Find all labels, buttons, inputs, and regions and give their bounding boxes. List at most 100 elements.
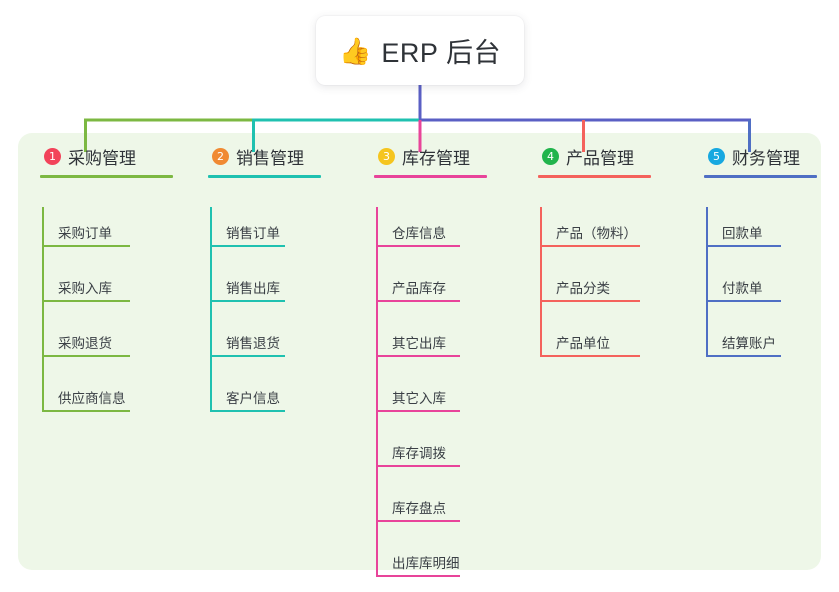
leaf-node-underline	[376, 520, 460, 522]
branch-header-purchasing[interactable]: 1 采购管理	[30, 144, 136, 168]
branch-spine-sales	[210, 207, 212, 411]
branch-header-underline-finance	[704, 175, 817, 178]
branch-header-inventory[interactable]: 3 库存管理	[364, 144, 470, 168]
branch-column-inventory: 3 库存管理仓库信息产品库存其它出库其它入库库存调拨库存盘点出库库明细	[364, 144, 487, 592]
branch-badge-5: 5	[708, 147, 725, 165]
branch-spine-product	[540, 207, 542, 356]
leaf-node-label: 其它出库	[392, 336, 446, 351]
leaf-node-label: 采购退货	[58, 336, 112, 351]
branch-title-finance: 财务管理	[732, 148, 800, 168]
leaf-node[interactable]: 产品库存	[364, 262, 470, 317]
branch-items-purchasing: 采购订单采购入库采购退货供应商信息	[30, 207, 136, 427]
branch-header-sales[interactable]: 2 销售管理	[198, 144, 304, 168]
leaf-node[interactable]: 采购入库	[30, 262, 136, 317]
leaf-node-underline	[376, 300, 460, 302]
leaf-node-underline	[42, 300, 130, 302]
leaf-node[interactable]: 采购订单	[30, 207, 136, 262]
leaf-node-underline	[376, 245, 460, 247]
leaf-node[interactable]: 回款单	[694, 207, 800, 262]
branch-items-inventory: 仓库信息产品库存其它出库其它入库库存调拨库存盘点出库库明细	[364, 207, 470, 592]
branch-title-product: 产品管理	[566, 148, 634, 168]
branch-title-purchasing: 采购管理	[68, 148, 136, 168]
leaf-node-underline	[42, 245, 130, 247]
leaf-node-label: 供应商信息	[58, 391, 126, 406]
branch-items-product: 产品（物料） 产品分类产品单位	[528, 207, 640, 372]
leaf-node-label: 产品库存	[392, 281, 446, 296]
leaf-node-label: 销售退货	[226, 336, 280, 351]
leaf-node-underline	[376, 355, 460, 357]
leaf-node-underline	[42, 355, 130, 357]
leaf-node-underline	[210, 245, 285, 247]
branch-badge-4: 4	[542, 147, 559, 165]
leaf-node-label: 产品（物料）	[556, 226, 637, 241]
leaf-node-label: 其它入库	[392, 391, 446, 406]
leaf-node-label: 回款单	[722, 226, 763, 241]
leaf-node[interactable]: 销售退货	[198, 317, 304, 372]
branch-header-underline-product	[538, 175, 651, 178]
branch-items-sales: 销售订单销售出库销售退货客户信息	[198, 207, 304, 427]
leaf-node[interactable]: 产品单位	[528, 317, 640, 372]
leaf-node-label: 仓库信息	[392, 226, 446, 241]
branch-column-finance: 5 财务管理回款单付款单结算账户	[694, 144, 817, 372]
leaf-node[interactable]: 结算账户	[694, 317, 800, 372]
leaf-node[interactable]: 其它入库	[364, 372, 470, 427]
leaf-node-underline	[706, 245, 781, 247]
leaf-node-underline	[540, 245, 640, 247]
leaf-node[interactable]: 仓库信息	[364, 207, 470, 262]
leaf-node[interactable]: 供应商信息	[30, 372, 136, 427]
leaf-node-label: 库存调拨	[392, 446, 446, 461]
leaf-node-underline	[376, 410, 460, 412]
leaf-node-underline	[540, 300, 640, 302]
root-node-title: ERP 后台	[381, 38, 501, 68]
root-node[interactable]: 👍 ERP 后台	[316, 16, 524, 85]
leaf-node-underline	[42, 410, 130, 412]
branch-badge-1: 1	[44, 147, 61, 165]
leaf-node[interactable]: 产品分类	[528, 262, 640, 317]
leaf-node[interactable]: 产品（物料）	[528, 207, 640, 262]
leaf-node[interactable]: 客户信息	[198, 372, 304, 427]
leaf-node[interactable]: 采购退货	[30, 317, 136, 372]
branch-spine-inventory	[376, 207, 378, 576]
leaf-node-label: 销售出库	[226, 281, 280, 296]
branch-column-purchasing: 1 采购管理采购订单采购入库采购退货供应商信息	[30, 144, 173, 427]
leaf-node-underline	[376, 465, 460, 467]
leaf-node-underline	[706, 355, 781, 357]
leaf-node-label: 采购订单	[58, 226, 112, 241]
branch-column-sales: 2 销售管理销售订单销售出库销售退货客户信息	[198, 144, 321, 427]
thumbs-up-icon: 👍	[339, 35, 372, 66]
leaf-node-label: 结算账户	[722, 336, 776, 351]
branch-header-underline-purchasing	[40, 175, 173, 178]
leaf-node-underline	[706, 300, 781, 302]
leaf-node[interactable]: 销售出库	[198, 262, 304, 317]
leaf-node-label: 销售订单	[226, 226, 280, 241]
leaf-node[interactable]: 库存盘点	[364, 482, 470, 537]
leaf-node[interactable]: 付款单	[694, 262, 800, 317]
leaf-node[interactable]: 库存调拨	[364, 427, 470, 482]
leaf-node-label: 付款单	[722, 281, 763, 296]
leaf-node-label: 采购入库	[58, 281, 112, 296]
leaf-node-label: 库存盘点	[392, 501, 446, 516]
branch-header-underline-inventory	[374, 175, 487, 178]
leaf-node-label: 出库库明细	[392, 556, 460, 571]
branch-header-finance[interactable]: 5 财务管理	[694, 144, 800, 168]
leaf-node-underline	[540, 355, 640, 357]
leaf-node[interactable]: 销售订单	[198, 207, 304, 262]
branch-badge-3: 3	[378, 147, 395, 165]
branch-column-product: 4 产品管理产品（物料） 产品分类产品单位	[528, 144, 651, 372]
branch-badge-2: 2	[212, 147, 229, 165]
branch-header-product[interactable]: 4 产品管理	[528, 144, 634, 168]
leaf-node-label: 客户信息	[226, 391, 280, 406]
leaf-node-label: 产品分类	[556, 281, 610, 296]
branch-title-sales: 销售管理	[236, 148, 304, 168]
branch-header-underline-sales	[208, 175, 321, 178]
leaf-node[interactable]: 出库库明细	[364, 537, 470, 592]
leaf-node-underline	[210, 355, 285, 357]
leaf-node-underline	[210, 410, 285, 412]
leaf-node[interactable]: 其它出库	[364, 317, 470, 372]
diagram-background-panel	[18, 133, 821, 570]
branch-spine-purchasing	[42, 207, 44, 411]
branch-title-inventory: 库存管理	[402, 148, 470, 168]
leaf-node-underline	[210, 300, 285, 302]
